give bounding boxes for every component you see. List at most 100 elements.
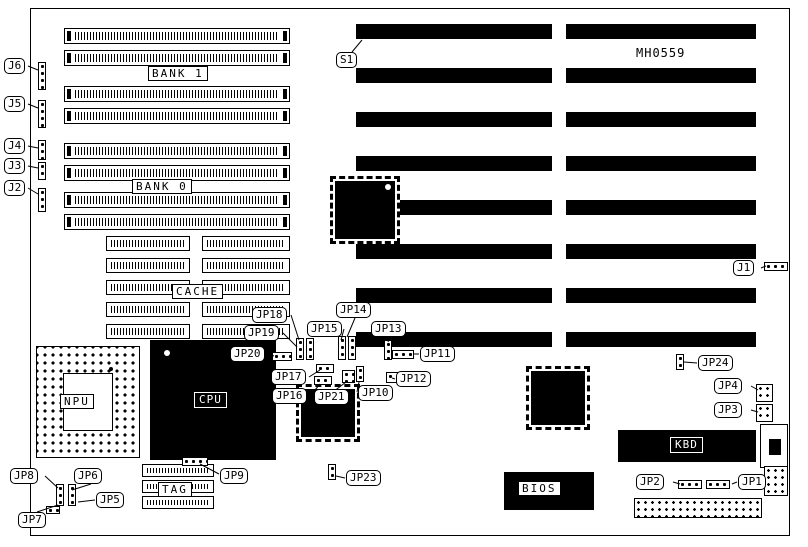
jumper-jp1	[706, 480, 730, 489]
callout-j4: J4	[4, 138, 26, 154]
callout-jp24: JP24	[698, 355, 733, 371]
pin1-dot	[385, 184, 391, 190]
cache-chip	[106, 236, 190, 251]
callout-jp16: JP16	[272, 388, 307, 404]
pin1-dot	[109, 367, 113, 371]
callout-j2: J2	[4, 180, 26, 196]
simm-socket	[64, 192, 290, 208]
bank0-label: BANK 0	[132, 179, 192, 194]
isa-slot	[566, 24, 756, 39]
jumper-jp21	[342, 370, 355, 383]
jumper-jp16	[314, 376, 332, 385]
simm-socket	[64, 143, 290, 159]
chip-die	[335, 181, 395, 239]
callout-jp7: JP7	[18, 512, 46, 528]
jumper-jp4	[756, 384, 773, 402]
cache-chip	[106, 258, 190, 273]
jumper-jp6-jp5	[68, 484, 76, 506]
callout-jp12: JP12	[396, 371, 431, 387]
isa-slot	[566, 288, 756, 303]
simm-socket	[64, 214, 290, 230]
simm-socket	[64, 50, 290, 66]
jumper-jp24	[676, 354, 684, 370]
kbd-din-connector	[760, 424, 788, 468]
npu-label: NPU	[60, 394, 94, 409]
cache-chip	[106, 302, 190, 317]
connector-j4	[38, 140, 46, 160]
connector-j5	[38, 100, 46, 128]
callout-jp4: JP4	[714, 378, 742, 394]
isa-slot	[356, 24, 552, 39]
simm-socket	[64, 28, 290, 44]
cache-chip	[202, 236, 290, 251]
isa-slot	[356, 288, 552, 303]
callout-jp21: JP21	[314, 389, 349, 405]
jumper-jp18	[296, 338, 304, 360]
connector-j3	[38, 162, 46, 180]
callout-j5: J5	[4, 96, 26, 112]
isa-slot	[566, 332, 756, 347]
connector-j6	[38, 62, 46, 90]
connector-j1	[764, 262, 788, 271]
jumper-jp3	[756, 404, 773, 422]
callout-jp2: JP2	[636, 474, 664, 490]
callout-jp23: JP23	[346, 470, 381, 486]
cache-label: CACHE	[172, 284, 224, 299]
jumper-jp8-jp7	[56, 484, 64, 506]
pin1-dot	[164, 350, 170, 356]
kbd-chip: KBD	[618, 430, 756, 462]
callout-jp8: JP8	[10, 468, 38, 484]
jumper-jp13	[384, 340, 392, 360]
cache-chip	[106, 324, 190, 339]
jumper-jp9	[182, 457, 208, 466]
jumper-bottom-left	[46, 506, 60, 514]
isa-slot	[566, 200, 756, 215]
callout-jp15: JP15	[307, 321, 342, 337]
edge-connector	[764, 466, 788, 496]
callout-jp14: JP14	[336, 302, 371, 318]
isa-slot	[356, 68, 552, 83]
isa-slot	[566, 244, 756, 259]
bank1-label: BANK 1	[148, 66, 208, 81]
qfp-chip	[330, 176, 400, 244]
callout-j3: J3	[4, 158, 26, 174]
chip-die	[531, 371, 585, 425]
callout-jp13: JP13	[371, 321, 406, 337]
jumper-jp10	[356, 366, 364, 382]
isa-slot	[356, 244, 552, 259]
isa-slot	[566, 68, 756, 83]
jumper-jp17	[316, 364, 334, 373]
cache-chip	[202, 258, 290, 273]
isa-slot	[356, 200, 552, 215]
callout-j1: J1	[733, 260, 755, 276]
callout-jp20: JP20	[230, 346, 265, 362]
npu-socket	[36, 346, 140, 458]
tag-label: TAG	[158, 482, 192, 497]
callout-jp1: JP1	[738, 474, 766, 490]
part-number: MH0559	[636, 46, 686, 60]
jumper-jp2	[678, 480, 702, 489]
isa-slot	[356, 332, 552, 347]
isa-slot	[566, 156, 756, 171]
jumper-jp11	[392, 350, 414, 359]
jumper-jp14	[338, 336, 346, 360]
cpu-label: CPU	[194, 392, 227, 408]
callout-jp18: JP18	[252, 307, 287, 323]
callout-jp11: JP11	[420, 346, 455, 362]
cache-chip	[202, 302, 290, 317]
qfp-chip	[526, 366, 590, 430]
jumper-jp20	[272, 352, 292, 361]
simm-socket	[64, 108, 290, 124]
callout-jp17: JP17	[271, 369, 306, 385]
callout-jp3: JP3	[714, 402, 742, 418]
jumper-jp15	[348, 336, 356, 360]
callout-s1: S1	[336, 52, 358, 68]
callout-j6: J6	[4, 58, 26, 74]
callout-jp6: JP6	[74, 468, 102, 484]
bios-label: BIOS	[518, 481, 561, 496]
board-outline	[30, 8, 790, 536]
callout-jp10: JP10	[358, 385, 393, 401]
simm-socket	[64, 86, 290, 102]
jumper-jp23	[328, 464, 336, 480]
